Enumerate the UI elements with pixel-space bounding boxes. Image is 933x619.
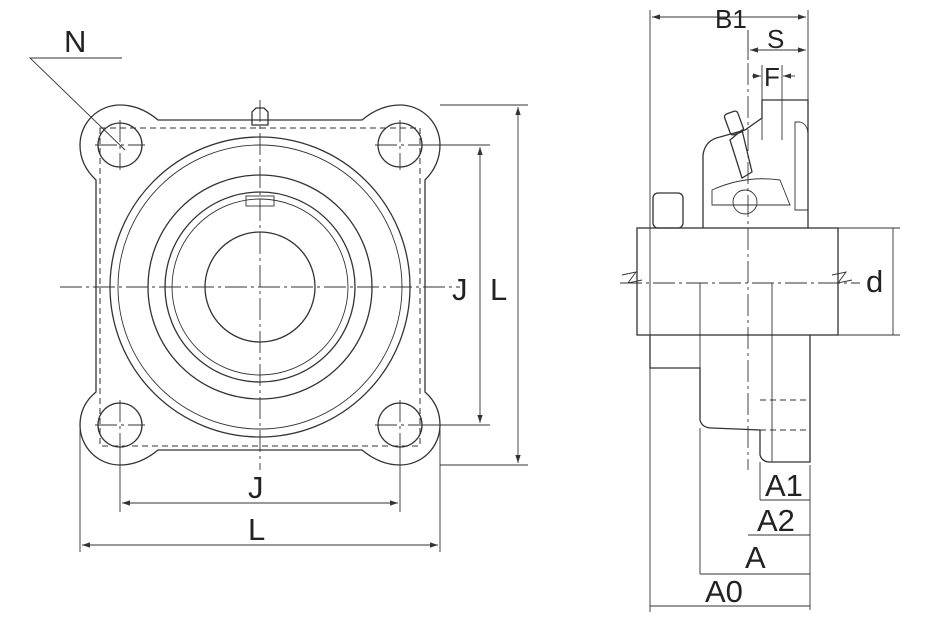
front-view: N J L J L (28, 24, 528, 552)
grease-nipple-icon (251, 107, 269, 126)
flange-plate (636, 227, 839, 336)
label-a: A (745, 540, 766, 575)
set-screw-collar (652, 192, 684, 229)
flange-outline (79, 104, 441, 466)
label-n: N (64, 24, 86, 59)
label-l-vertical: L (490, 272, 507, 307)
housing-top (702, 99, 809, 228)
label-f: F (764, 62, 780, 92)
label-a2: A2 (757, 503, 795, 538)
n-leader (28, 57, 126, 151)
label-b1: B1 (715, 4, 747, 34)
label-a1: A1 (765, 468, 803, 503)
label-j-horizontal: J (248, 470, 264, 505)
grease-fitting-icon (729, 128, 753, 179)
side-view: B1 S F d A1 A2 A A0 (620, 4, 900, 612)
label-a0: A0 (705, 574, 743, 609)
label-d: d (866, 264, 883, 299)
label-l-horizontal: L (248, 512, 265, 547)
label-j-vertical: J (452, 272, 468, 307)
label-s: S (767, 24, 784, 54)
